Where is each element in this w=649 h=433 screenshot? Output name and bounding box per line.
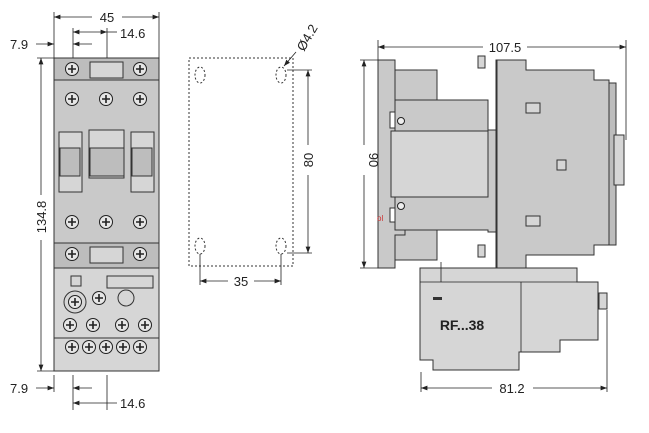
depth-label: 107.5 xyxy=(489,40,522,55)
hole-diameter-label: Ø4.2 xyxy=(294,22,321,54)
pitch-bottom-label: 14.6 xyxy=(120,396,145,411)
contactor-side-body xyxy=(496,59,610,269)
width-label: 45 xyxy=(100,10,114,25)
side-height-label: 90 xyxy=(366,153,381,167)
mounting-hole xyxy=(275,237,287,255)
mounting-hole xyxy=(275,66,287,84)
overload-depth-label: 81.2 xyxy=(499,381,524,396)
side-dimensions: 107.5 90 81.2 xyxy=(360,40,627,396)
front-view xyxy=(53,57,160,372)
mounting-hole xyxy=(194,66,206,84)
offset-bottom-label: 7.9 xyxy=(10,381,28,396)
mounting-hole xyxy=(194,237,206,255)
svg-text:ol: ol xyxy=(377,214,383,223)
overload-model-label: RF...38 xyxy=(440,317,485,333)
front-dimensions: 45 14.6 7.9 134.8 7.9 14.6 xyxy=(10,10,160,411)
horizontal-spacing-label: 35 xyxy=(234,274,248,289)
pitch-top-label: 14.6 xyxy=(120,26,145,41)
height-label: 134.8 xyxy=(34,201,49,234)
vertical-spacing-label: 80 xyxy=(301,153,316,167)
drilling-plan: 80 35 Ø4.2 xyxy=(188,22,321,289)
offset-top-label: 7.9 xyxy=(10,37,28,52)
side-view: ol RF...38 xyxy=(377,55,625,371)
